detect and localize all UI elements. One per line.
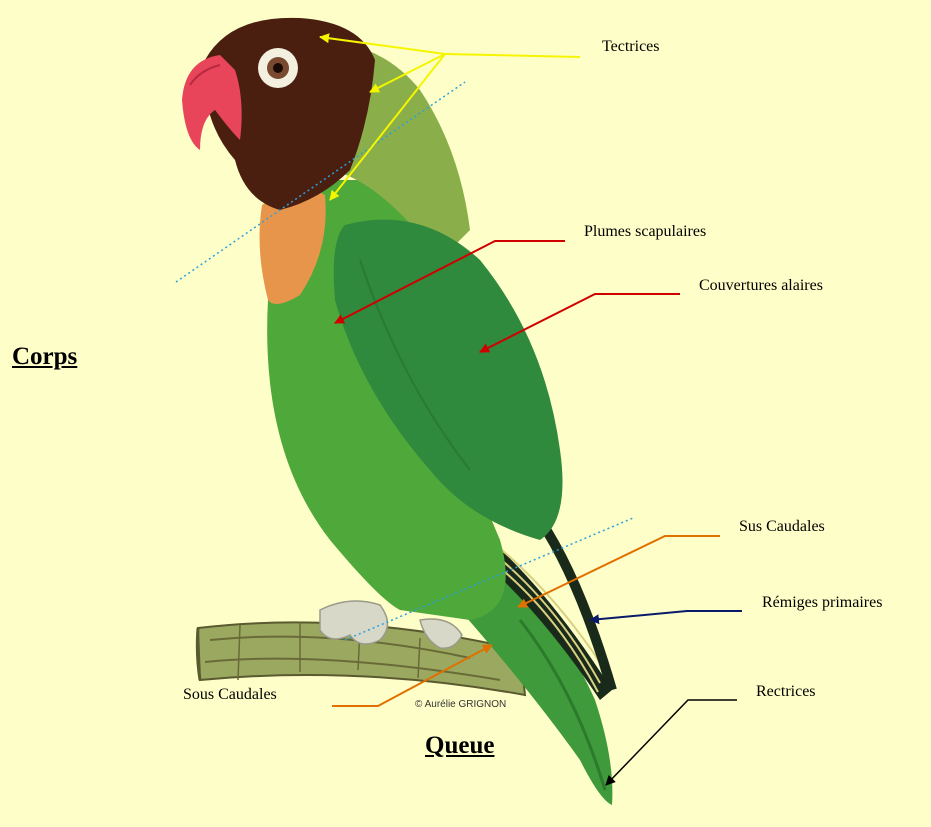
label-couvertures-alaires: Couvertures alaires (699, 277, 823, 295)
rectrices-pointer (606, 700, 737, 785)
label-remiges-primaires: Rémiges primaires (762, 594, 882, 612)
artist-credit: © Aurélie GRIGNON (415, 699, 506, 710)
section-queue: Queue (425, 732, 494, 760)
label-tectrices: Tectrices (602, 38, 660, 56)
label-rectrices: Rectrices (756, 683, 816, 701)
label-sous-caudales: Sous Caudales (183, 686, 277, 704)
label-plumes-scapulaires: Plumes scapulaires (584, 223, 706, 241)
remiges-primaires-pointer (590, 611, 742, 620)
section-corps: Corps (12, 343, 77, 371)
label-sus-caudales: Sus Caudales (739, 518, 825, 536)
